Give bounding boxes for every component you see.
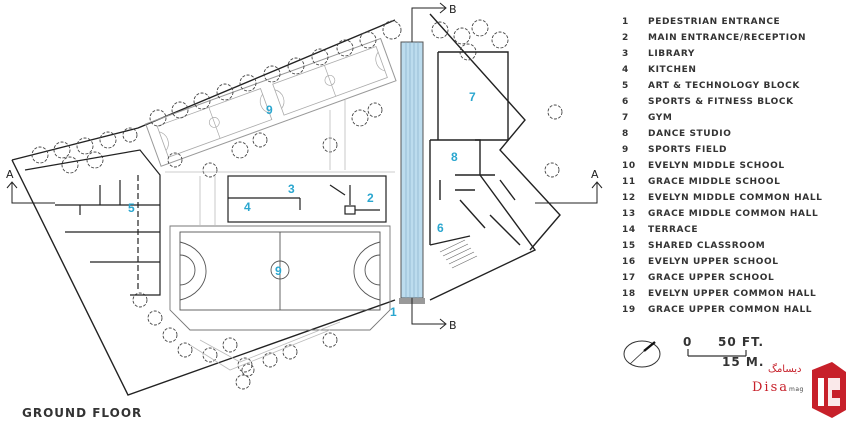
- legend-item-number: 12: [622, 193, 636, 203]
- floor-plan: A A B B 1 2 3 4 5 6 7 8 9 9: [6, 2, 603, 396]
- section-label-b-bottom: B: [449, 319, 457, 332]
- room-label-dance-studio: 8: [451, 150, 458, 164]
- legend-item: 9 SPORTS FIELD: [620, 142, 850, 158]
- legend-item: 13 GRACE MIDDLE COMMON HALL: [620, 206, 850, 222]
- legend-item: 12 EVELYN MIDDLE COMMON HALL: [620, 190, 850, 206]
- legend-item-label: LIBRARY: [648, 49, 695, 59]
- legend-item-number: 7: [622, 113, 629, 123]
- legend-item: 8 DANCE STUDIO: [620, 126, 850, 142]
- legend-item-label: GYM: [648, 113, 673, 123]
- legend-item-label: GRACE MIDDLE COMMON HALL: [648, 209, 819, 219]
- room-label-sports-field-upper: 9: [266, 103, 273, 117]
- section-marker-b-top: [411, 2, 447, 42]
- legend-item-label: SPORTS & FITNESS BLOCK: [648, 97, 794, 107]
- pool: [399, 41, 425, 304]
- room-label-library: 3: [288, 182, 295, 196]
- legend-item: 19 GRACE UPPER COMMON HALL: [620, 302, 850, 318]
- legend-item-number: 15: [622, 241, 636, 251]
- legend-item-number: 13: [622, 209, 636, 219]
- section-label-b-top: B: [449, 3, 457, 16]
- legend-item-label: DANCE STUDIO: [648, 129, 732, 139]
- legend-item-label: GRACE UPPER SCHOOL: [648, 273, 775, 283]
- floor-title: GROUND FLOOR: [22, 406, 143, 420]
- legend: 1 PEDESTRIAN ENTRANCE 2 MAIN ENTRANCE/RECEP…: [620, 14, 850, 318]
- lower-sports-field: [169, 225, 391, 331]
- art-technology-block: [24, 149, 161, 296]
- legend-item-label: SHARED CLASSROOM: [648, 241, 766, 251]
- legend-item-label: MAIN ENTRANCE/RECEPTION: [648, 33, 807, 43]
- legend-item-label: EVELYN MIDDLE SCHOOL: [648, 161, 785, 171]
- legend-item-label: KITCHEN: [648, 65, 697, 75]
- legend-item-number: 1: [622, 17, 629, 27]
- legend-item-number: 2: [622, 33, 629, 43]
- legend-item: 16 EVELYN UPPER SCHOOL: [620, 254, 850, 270]
- section-marker-a-left: [6, 181, 55, 204]
- section-marker-b-bottom: [411, 298, 447, 330]
- legend-item-label: GRACE MIDDLE SCHOOL: [648, 177, 781, 187]
- legend-item: 1 PEDESTRIAN ENTRANCE: [620, 14, 850, 30]
- legend-item-number: 10: [622, 161, 636, 171]
- legend-item-label: EVELYN UPPER SCHOOL: [648, 257, 779, 267]
- logo-persian-text: دیسامگ: [768, 364, 802, 375]
- legend-item: 15 SHARED CLASSROOM: [620, 238, 850, 254]
- room-label-main-entrance: 2: [367, 191, 374, 205]
- logo-brand-text: Disamag: [752, 380, 804, 395]
- logo-suffix: mag: [789, 386, 804, 393]
- legend-item: 2 MAIN ENTRANCE/RECEPTION: [620, 30, 850, 46]
- legend-item-label: PEDESTRIAN ENTRANCE: [648, 17, 781, 27]
- legend-item-number: 4: [622, 65, 629, 75]
- legend-item-number: 3: [622, 49, 629, 59]
- scale-meters-label: 15 M.: [722, 355, 765, 369]
- section-marker-a-right: [535, 181, 603, 204]
- legend-item-label: EVELYN MIDDLE COMMON HALL: [648, 193, 823, 203]
- legend-item-label: GRACE UPPER COMMON HALL: [648, 305, 813, 315]
- legend-item-number: 14: [622, 225, 636, 235]
- legend-item: 5 ART & TECHNOLOGY BLOCK: [620, 78, 850, 94]
- legend-item-number: 16: [622, 257, 636, 267]
- north-arrow-icon: [623, 340, 661, 368]
- legend-item: 10 EVELYN MIDDLE SCHOOL: [620, 158, 850, 174]
- legend-item-number: 18: [622, 289, 636, 299]
- legend-item-number: 11: [622, 177, 636, 187]
- legend-item-label: SPORTS FIELD: [648, 145, 728, 155]
- legend-item: 14 TERRACE: [620, 222, 850, 238]
- room-label-gym: 7: [469, 90, 476, 104]
- north-arrow-and-scale-bar: [623, 340, 747, 368]
- legend-item: 4 KITCHEN: [620, 62, 850, 78]
- scale-feet-label: 50 FT.: [718, 335, 764, 349]
- stairs: [439, 239, 478, 269]
- legend-item: 7 GYM: [620, 110, 850, 126]
- library-block: [227, 175, 387, 223]
- room-label-kitchen: 4: [244, 200, 251, 214]
- trees: [31, 19, 563, 390]
- legend-item-label: TERRACE: [648, 225, 699, 235]
- room-label-art-technology: 5: [128, 201, 135, 215]
- pathways: [165, 100, 395, 371]
- disamag-logo: [812, 362, 846, 418]
- room-label-pedestrian-entrance: 1: [390, 305, 397, 319]
- gym-block: [429, 51, 537, 301]
- legend-item-label: EVELYN UPPER COMMON HALL: [648, 289, 817, 299]
- legend-item: 6 SPORTS & FITNESS BLOCK: [620, 94, 850, 110]
- legend-item: 3 LIBRARY: [620, 46, 850, 62]
- legend-item-number: 5: [622, 81, 629, 91]
- upper-sports-field: [145, 37, 397, 167]
- legend-item-number: 9: [622, 145, 629, 155]
- room-label-sports-fitness: 6: [437, 221, 444, 235]
- section-label-a-right: A: [591, 168, 599, 181]
- legend-item-label: ART & TECHNOLOGY BLOCK: [648, 81, 800, 91]
- legend-item-number: 8: [622, 129, 629, 139]
- legend-item-number: 19: [622, 305, 636, 315]
- legend-item-number: 17: [622, 273, 636, 283]
- scale-zero-label: 0: [683, 335, 692, 349]
- legend-item: 18 EVELYN UPPER COMMON HALL: [620, 286, 850, 302]
- room-label-sports-field-lower: 9: [275, 264, 282, 278]
- section-label-a-left: A: [6, 168, 14, 181]
- legend-item-number: 6: [622, 97, 629, 107]
- legend-item: 17 GRACE UPPER SCHOOL: [620, 270, 850, 286]
- logo-brand: Disa: [752, 380, 790, 395]
- site-boundary: [11, 13, 561, 396]
- legend-item: 11 GRACE MIDDLE SCHOOL: [620, 174, 850, 190]
